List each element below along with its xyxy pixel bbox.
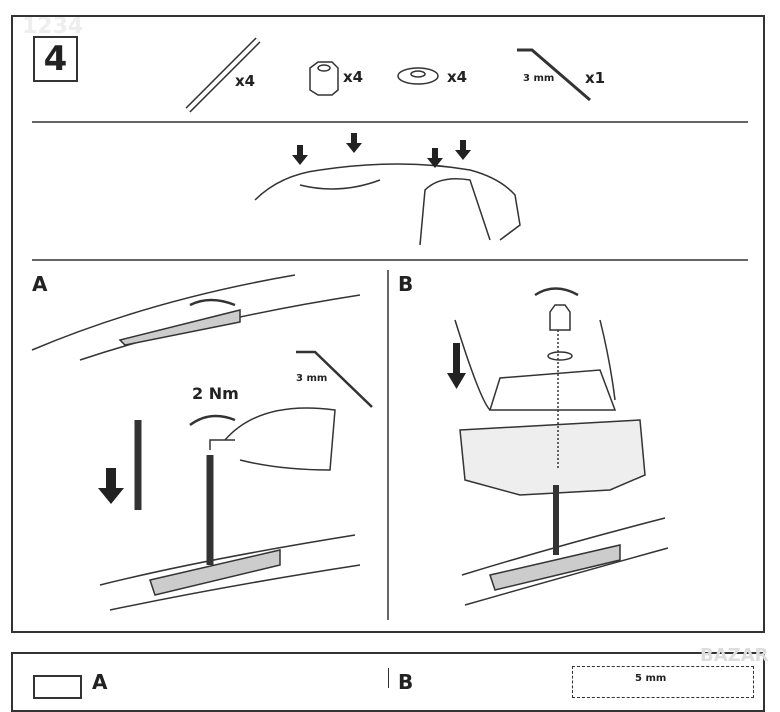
watermark-top: 1234 [22, 14, 84, 39]
torque-label: 2 Nm [192, 384, 239, 403]
step-number: 4 [33, 36, 78, 82]
next-key-size: 5 mm [635, 673, 667, 684]
foot-pack-b [454, 287, 669, 606]
next-panel-a-label: A [92, 670, 108, 694]
car-roof-icon [254, 163, 521, 246]
next-step-box [33, 675, 82, 699]
bolt-icon [185, 37, 261, 113]
arrow-down-icons [98, 133, 471, 504]
step-panel [11, 15, 765, 633]
nut-icon [309, 61, 339, 96]
hex-key-size: 3 mm [523, 73, 555, 84]
panel-a-label: A [32, 272, 48, 296]
hex-key-quantity: x1 [585, 69, 606, 87]
hex-key-icon [517, 48, 591, 102]
washer-quantity: x4 [447, 68, 468, 86]
next-panel-b-label: B [398, 670, 414, 694]
bolt-quantity: x4 [235, 72, 256, 90]
nut-quantity: x4 [343, 68, 364, 86]
roof-rail-a-bottom [99, 350, 373, 611]
illustrations [31, 37, 748, 620]
roof-rail-a-top [31, 274, 361, 361]
panel-b-label: B [398, 272, 414, 296]
washer-icon [397, 67, 439, 85]
next-divider [388, 668, 389, 688]
panel-a-key-size: 3 mm [296, 373, 328, 384]
watermark-bottom: BAZAR [700, 645, 769, 666]
